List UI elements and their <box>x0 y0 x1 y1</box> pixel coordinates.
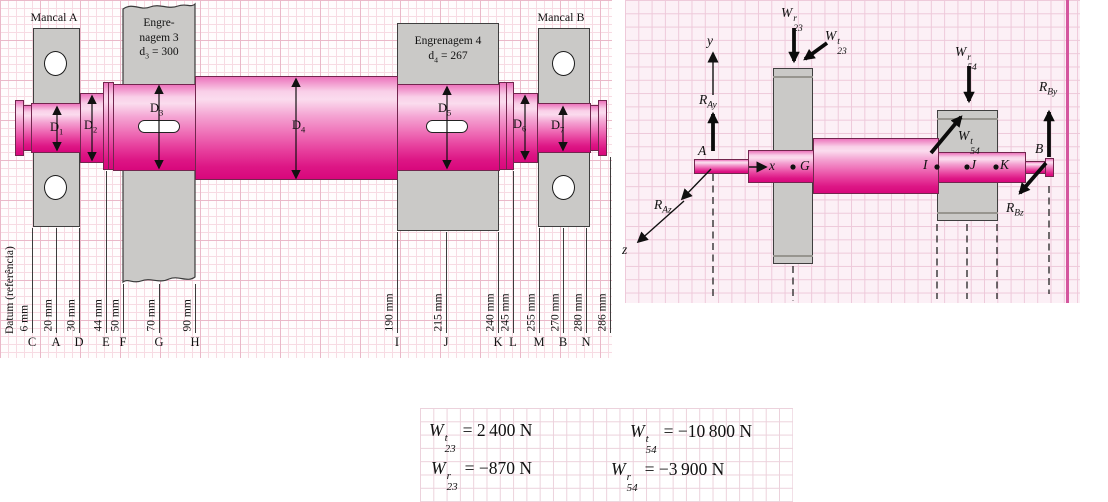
station-letter: K <box>493 335 503 349</box>
station-letter: H <box>190 335 200 349</box>
axis-z-label: z <box>622 242 628 257</box>
station-letter: G <box>154 335 164 349</box>
gear-3-label: Engre- nagem 3 d3 = 300 <box>139 17 179 61</box>
station-dim: 280 mm <box>572 293 585 332</box>
station-letter: N <box>581 335 591 349</box>
gear-4-label: Engrenagem 4 d4 = 267 <box>414 35 482 64</box>
fbd-gear-3-rim-top <box>773 76 813 78</box>
station-dim: 286 mm <box>596 293 609 332</box>
datum-label: Datum (referência) <box>4 246 16 334</box>
station-dim: 245 mm <box>499 293 512 332</box>
keyway-gear-3 <box>138 120 180 133</box>
fbd-gear-3-rim-bottom <box>773 255 813 257</box>
keyway-gear-4 <box>426 120 468 133</box>
fbd-shaft-stub-a <box>694 159 749 174</box>
point-a-label: A <box>698 143 707 158</box>
bearing-b-label: Mancal B <box>537 10 585 24</box>
station-dim: 20 mm <box>42 299 55 332</box>
bearing-b-hole-bottom <box>552 175 575 200</box>
station-dim: 190 mm <box>383 293 396 332</box>
fbd-shaft-large <box>813 138 939 194</box>
diameter-label-d1: D1 <box>50 120 64 137</box>
station-dim: 240 mm <box>484 293 497 332</box>
station-dim: 50 mm <box>109 299 122 332</box>
station-letter: C <box>27 335 37 349</box>
force-label-ray: RAy <box>699 92 717 111</box>
axis-x-label: x <box>769 158 775 173</box>
station-letter: I <box>394 335 400 349</box>
station-dim: 70 mm <box>145 299 158 332</box>
force-label-raz: RAz <box>654 197 672 216</box>
graph-paper-equations <box>420 408 793 502</box>
diameter-label-d7: D7 <box>551 118 565 135</box>
diameter-label-d4: D4 <box>292 118 306 135</box>
axis-y-label: y <box>707 33 713 48</box>
diameter-label-d3: D3 <box>150 101 164 118</box>
station-dim: 44 mm <box>92 299 105 332</box>
bearing-a-hole-top <box>44 51 67 76</box>
force-label-rby: RBy <box>1039 79 1058 98</box>
station-letter: A <box>51 335 61 349</box>
station-dim: 270 mm <box>549 293 562 332</box>
station-dim: 30 mm <box>65 299 78 332</box>
diameter-label-d5: D5 <box>438 101 452 118</box>
force-label-rbz: RBz <box>1006 200 1024 219</box>
station-dim: 215 mm <box>432 293 445 332</box>
bearing-a-hole-bottom <box>44 175 67 200</box>
point-k-label: K <box>1000 157 1010 172</box>
bearing-b-hole-top <box>552 51 575 76</box>
station-dim: 90 mm <box>181 299 194 332</box>
station-letter: L <box>509 335 517 349</box>
fbd-shaft-mid-right <box>938 152 1026 183</box>
fbd-gear-4-rim-bottom <box>937 212 998 214</box>
station-letter: B <box>558 335 568 349</box>
bearing-a-label: Mancal A <box>30 10 78 24</box>
diameter-label-d2: D2 <box>84 118 98 135</box>
point-b-label: B <box>1035 141 1044 156</box>
shaft-end-cap-right <box>598 100 607 156</box>
accent-divider <box>1066 0 1069 303</box>
diameter-label-d6: D6 <box>513 117 527 134</box>
point-j-label: J <box>970 157 976 172</box>
station-letter: D <box>74 335 84 349</box>
station-letter: M <box>533 335 545 349</box>
point-i-label: I <box>923 157 928 172</box>
station-letter: F <box>119 335 127 349</box>
fbd-shaft-cap-b <box>1045 158 1054 177</box>
graph-paper-right <box>625 0 1080 303</box>
station-letter: J <box>443 335 449 349</box>
station-dim: 6 mm <box>18 304 31 332</box>
station-dim: 255 mm <box>525 293 538 332</box>
fbd-gear-4-rim-top <box>937 118 998 120</box>
point-g-label: G <box>800 158 810 173</box>
station-letter: E <box>102 335 110 349</box>
